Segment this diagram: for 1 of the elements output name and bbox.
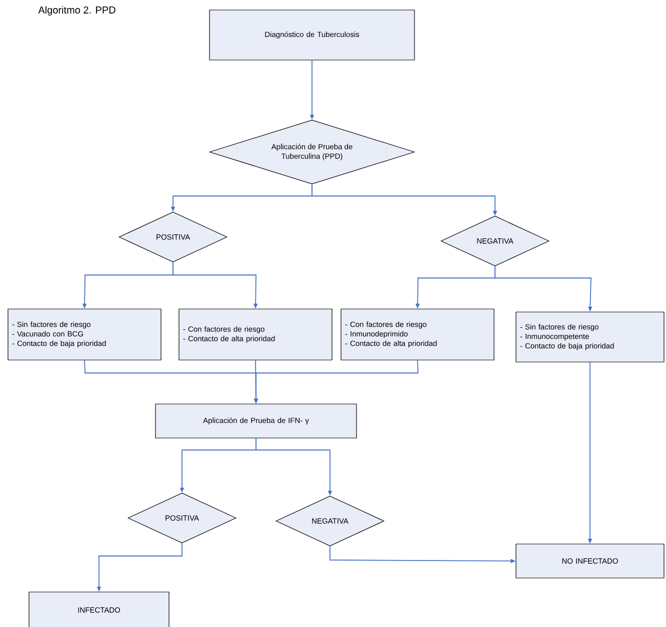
title: Algoritmo 2. PPD — [38, 6, 116, 16]
